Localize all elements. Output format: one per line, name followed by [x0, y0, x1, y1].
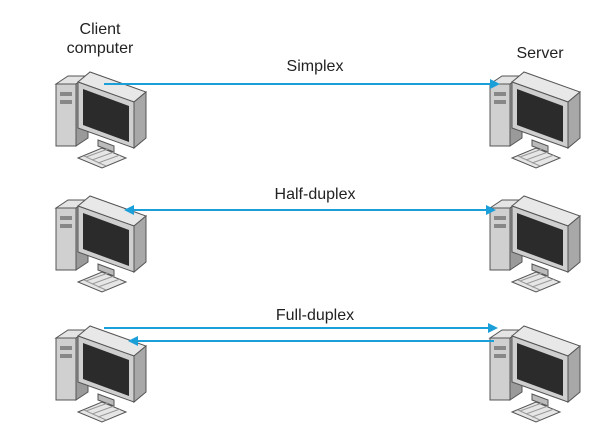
- server-computer-icon-simplex: [489, 71, 581, 169]
- full-duplex-label: Full-duplex: [275, 307, 355, 324]
- client-label-line2: computer: [66, 40, 134, 57]
- half-duplex-label: Half-duplex: [274, 186, 356, 203]
- client-computer-label: Client computer: [52, 20, 148, 58]
- client-label-line1: Client: [79, 21, 121, 38]
- simplex-label: Simplex: [286, 58, 344, 75]
- server-label: Server: [516, 45, 564, 62]
- server-computer-icon-full-duplex: [489, 325, 581, 423]
- server-computer-icon-half-duplex: [489, 195, 581, 293]
- client-computer-icon-simplex: [55, 71, 147, 169]
